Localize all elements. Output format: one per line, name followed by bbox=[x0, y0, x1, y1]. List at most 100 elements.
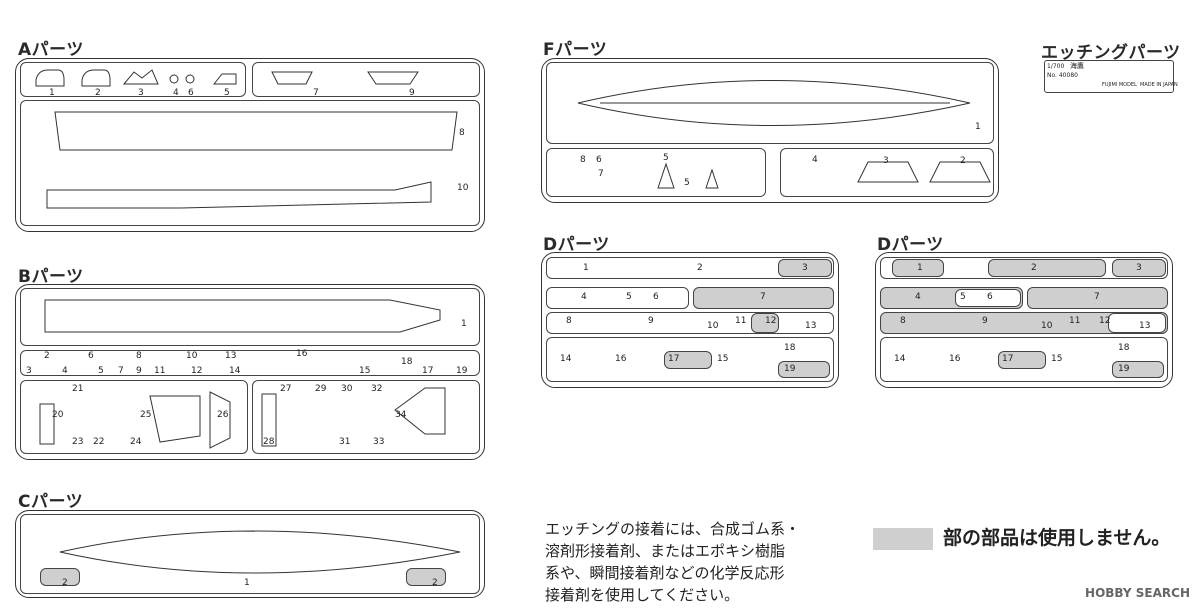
label-d1-10: 10 bbox=[707, 321, 719, 331]
section-title-etching: エッチングパーツ bbox=[1041, 43, 1181, 63]
sprue-d1-part17 bbox=[664, 351, 712, 369]
note-line-2: 溶剤形接着剤、またはエポキシ樹脂 bbox=[545, 542, 786, 560]
label-f-7: 7 bbox=[598, 169, 604, 179]
etching-sheet bbox=[1044, 60, 1174, 93]
label-a-6: 6 bbox=[188, 88, 194, 98]
label-b-19: 19 bbox=[456, 366, 468, 376]
label-f-5-top: 5 bbox=[663, 153, 669, 163]
label-d2-15: 15 bbox=[1051, 354, 1063, 364]
label-d1-17: 17 bbox=[668, 354, 680, 364]
label-d2-14: 14 bbox=[894, 354, 906, 364]
sprue-d2-row1-unused-b bbox=[988, 259, 1106, 277]
label-b-11: 11 bbox=[154, 366, 166, 376]
label-b-31: 31 bbox=[339, 437, 351, 447]
sprue-d2-part19 bbox=[1112, 361, 1164, 378]
sprue-a-hull bbox=[20, 100, 480, 226]
label-d2-9: 9 bbox=[982, 316, 988, 326]
label-f-1: 1 bbox=[975, 122, 981, 132]
section-title-d1: Dパーツ bbox=[543, 235, 610, 255]
label-f-8: 8 bbox=[580, 155, 586, 165]
label-b-16: 16 bbox=[296, 349, 308, 359]
label-b-1: 1 bbox=[461, 319, 467, 329]
watermark-logo: HOBBY SEARCH bbox=[1085, 586, 1190, 600]
sprue-f-left-parts bbox=[546, 148, 766, 197]
label-d2-1: 1 bbox=[917, 263, 923, 273]
label-b-30: 30 bbox=[341, 384, 353, 394]
sprue-d1-row1-unused bbox=[778, 259, 832, 277]
label-b-32: 32 bbox=[371, 384, 383, 394]
note-line-3: 系や、瞬間接着剤などの化学反応形 bbox=[545, 564, 785, 582]
label-a-5: 5 bbox=[224, 88, 230, 98]
label-b-18: 18 bbox=[401, 357, 413, 367]
label-a-2: 2 bbox=[95, 88, 101, 98]
section-title-b: Bパーツ bbox=[18, 267, 84, 287]
label-b-34: 34 bbox=[395, 410, 407, 420]
label-d1-16: 16 bbox=[615, 354, 627, 364]
label-d2-10: 10 bbox=[1041, 321, 1053, 331]
label-c-1: 1 bbox=[244, 578, 250, 588]
label-d1-18: 18 bbox=[784, 343, 796, 353]
label-d2-5: 5 bbox=[960, 292, 966, 302]
label-d1-13: 13 bbox=[805, 321, 817, 331]
label-b-4: 4 bbox=[62, 366, 68, 376]
label-c-2-left: 2 bbox=[62, 578, 68, 588]
sprue-d1-part19 bbox=[778, 361, 830, 378]
note-line-1: エッチングの接着には、合成ゴム系・ bbox=[545, 520, 801, 538]
label-d2-19: 19 bbox=[1118, 364, 1130, 374]
label-d2-4: 4 bbox=[915, 292, 921, 302]
label-f-5-bottom: 5 bbox=[684, 178, 690, 188]
sprue-d2-row1-unused-c bbox=[1112, 259, 1166, 277]
label-d2-3: 3 bbox=[1136, 263, 1142, 273]
section-title-d2: Dパーツ bbox=[877, 235, 944, 255]
label-b-10: 10 bbox=[186, 351, 198, 361]
sprue-b-rails bbox=[20, 350, 480, 376]
sprue-d2-part17 bbox=[998, 351, 1046, 369]
label-d1-8: 8 bbox=[566, 316, 572, 326]
label-f-6: 6 bbox=[596, 155, 602, 165]
label-b-17: 17 bbox=[422, 366, 434, 376]
label-d2-12: 12 bbox=[1099, 316, 1111, 326]
label-d1-12: 12 bbox=[765, 316, 777, 326]
sprue-c-deck bbox=[20, 514, 480, 594]
sprue-d1-row2 bbox=[546, 287, 689, 309]
section-title-c: Cパーツ bbox=[18, 492, 84, 512]
label-b-6: 6 bbox=[88, 351, 94, 361]
label-a-4: 4 bbox=[173, 88, 179, 98]
label-d1-2: 2 bbox=[697, 263, 703, 273]
section-title-f: Fパーツ bbox=[543, 40, 608, 60]
label-d2-13: 13 bbox=[1139, 321, 1151, 331]
label-f-2: 2 bbox=[960, 156, 966, 166]
sprue-d1-row1 bbox=[546, 257, 834, 279]
sprue-c-unused-left bbox=[40, 568, 80, 586]
label-d2-17: 17 bbox=[1002, 354, 1014, 364]
label-d1-19: 19 bbox=[784, 364, 796, 374]
label-d2-16: 16 bbox=[949, 354, 961, 364]
sprue-d1-row2-unused bbox=[693, 287, 834, 309]
label-a-3: 3 bbox=[138, 88, 144, 98]
label-d1-7: 7 bbox=[760, 292, 766, 302]
etching-ship-name: 海鷹 bbox=[1070, 62, 1084, 70]
label-d2-7: 7 bbox=[1094, 292, 1100, 302]
label-b-26: 26 bbox=[217, 410, 229, 420]
sprue-d2-row2 bbox=[955, 289, 1021, 307]
label-d2-2: 2 bbox=[1031, 263, 1037, 273]
label-d1-6: 6 bbox=[653, 292, 659, 302]
etching-origin: MADE IN JAPAN bbox=[1140, 82, 1178, 88]
label-f-4: 4 bbox=[812, 155, 818, 165]
etching-number: No. 40080 bbox=[1047, 72, 1078, 79]
label-d1-15: 15 bbox=[717, 354, 729, 364]
label-d2-11: 11 bbox=[1069, 316, 1081, 326]
label-b-8: 8 bbox=[136, 351, 142, 361]
label-b-13: 13 bbox=[225, 351, 237, 361]
label-a-1: 1 bbox=[49, 88, 55, 98]
sprue-b-right-parts bbox=[252, 380, 480, 454]
label-b-25: 25 bbox=[140, 410, 152, 420]
label-b-21: 21 bbox=[72, 384, 84, 394]
label-c-2-right: 2 bbox=[432, 578, 438, 588]
label-d1-14: 14 bbox=[560, 354, 572, 364]
sprue-d1-row3-unused bbox=[751, 313, 779, 333]
label-d2-8: 8 bbox=[900, 316, 906, 326]
label-d1-11: 11 bbox=[735, 316, 747, 326]
